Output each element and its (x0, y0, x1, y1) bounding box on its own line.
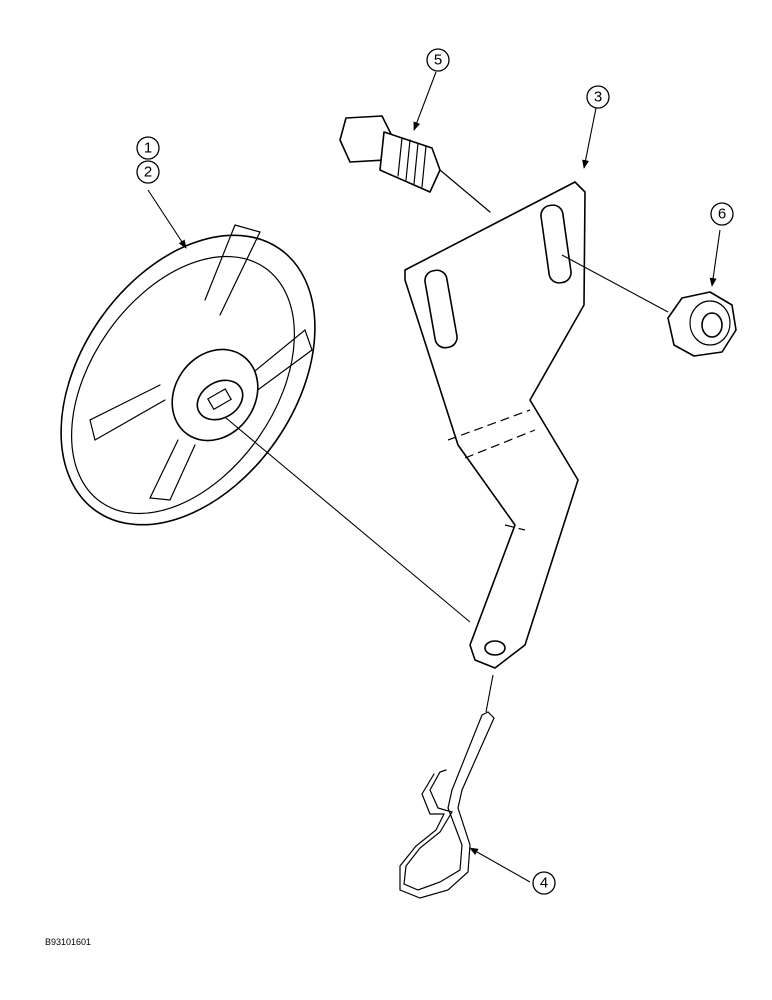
leader-wheel-to-bracket (225, 417, 471, 623)
callout-1: 1 (136, 136, 160, 160)
svg-text:3: 3 (594, 89, 602, 106)
callout-3: 3 (586, 85, 610, 109)
svg-text:4: 4 (540, 875, 548, 892)
svg-text:6: 6 (718, 206, 726, 223)
arrow-callout-3 (582, 107, 597, 169)
callout-4: 4 (532, 871, 556, 895)
arrow-callout-1-2 (147, 189, 187, 249)
callout-2: 2 (136, 160, 160, 184)
arrow-callout-4 (469, 847, 531, 883)
leader-pin-to-bracket (485, 674, 494, 713)
nut-part (667, 291, 737, 357)
callout-6: 6 (710, 202, 734, 226)
svg-text:2: 2 (144, 164, 152, 181)
arrow-callout-6 (709, 229, 721, 287)
wheel-part (60, 224, 316, 526)
leader-nut-to-bracket (561, 254, 669, 313)
figure-code: B93101601 (45, 937, 91, 947)
arrow-callout-5 (413, 71, 437, 131)
bracket-part (404, 181, 586, 669)
hair-pin-part (399, 711, 495, 899)
callout-5: 5 (426, 48, 450, 72)
svg-text:5: 5 (434, 52, 442, 69)
svg-text:1: 1 (144, 140, 152, 157)
bolt-part (339, 115, 491, 213)
